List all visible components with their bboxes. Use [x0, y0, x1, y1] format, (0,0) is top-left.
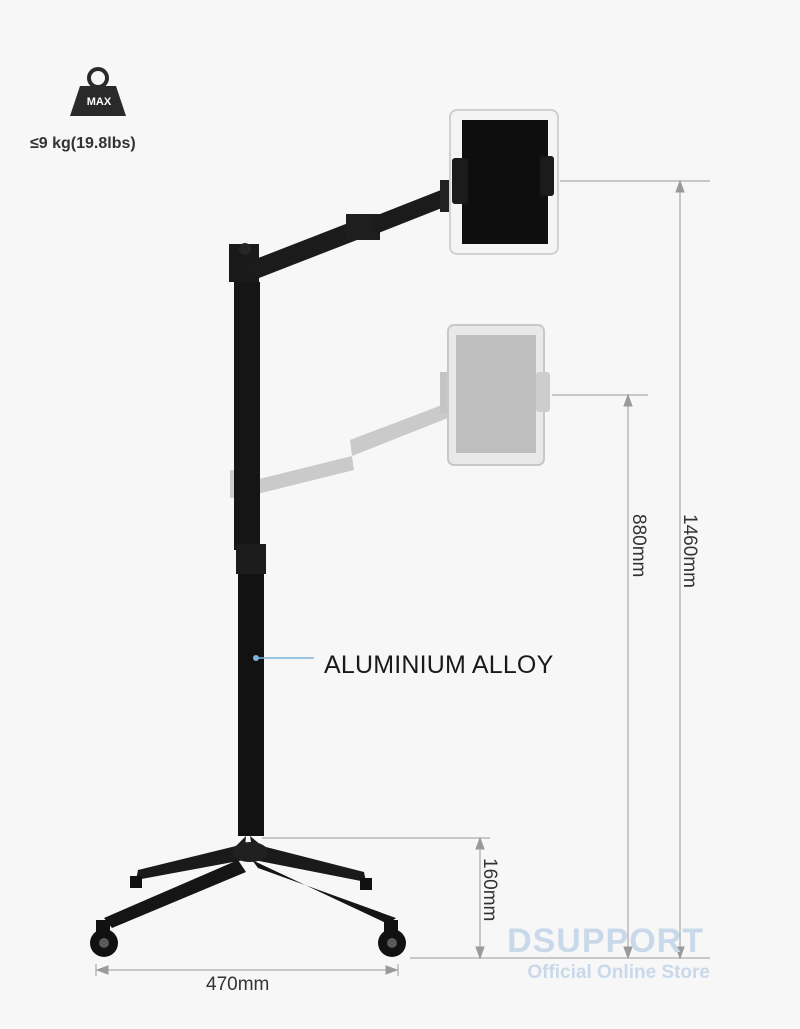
base-width-label: 470mm — [206, 974, 270, 995]
lowered-position-ghost — [230, 324, 550, 498]
max-badge: MAX — [86, 96, 112, 108]
telescopic-pole — [229, 243, 266, 836]
max-height-label: 1460mm — [679, 514, 700, 588]
tablet-holder — [449, 109, 559, 255]
load-limit: ≤9 kg(19.8lbs) — [30, 135, 136, 152]
min-height-label: 880mm — [628, 514, 649, 578]
material-label: ALUMINIUM ALLOY — [324, 651, 554, 679]
material-callout — [253, 655, 314, 661]
weight-icon — [70, 67, 126, 116]
watermark-brand: DSUPPORT — [507, 922, 704, 960]
casters — [90, 920, 406, 957]
watermark-subtitle: Official Online Store — [527, 962, 710, 983]
base-height-label: 160mm — [479, 858, 500, 922]
upper-arm — [248, 180, 464, 280]
four-leg-base — [104, 836, 396, 928]
dimension-lines — [95, 179, 710, 976]
